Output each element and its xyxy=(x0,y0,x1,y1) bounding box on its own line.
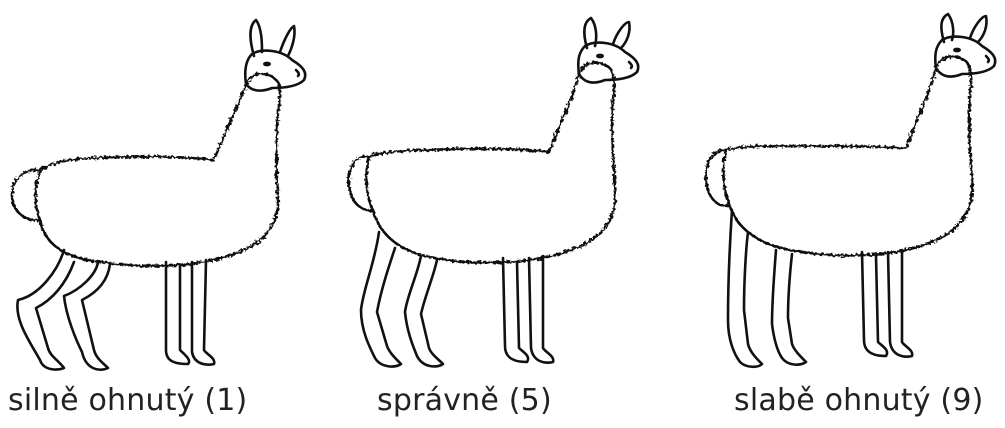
llama-figure-correct: správně (5) xyxy=(335,0,655,428)
llama-drawing-weakly-bent xyxy=(690,0,1005,380)
llama-body-outline xyxy=(12,74,280,266)
caption-strongly-bent: silně ohnutý (1) xyxy=(8,383,247,418)
llama-drawing-strongly-bent xyxy=(0,0,320,380)
caption-correct: správně (5) xyxy=(377,383,552,418)
llama-drawing-correct xyxy=(335,0,655,380)
llama-body-outline xyxy=(706,57,973,256)
llama-body-outline xyxy=(349,63,616,263)
caption-weakly-bent: slabě ohnutý (9) xyxy=(734,383,984,418)
llama-figure-weakly-bent: slabě ohnutý (9) xyxy=(690,0,1005,428)
llama-figure-strongly-bent: silně ohnutý (1) xyxy=(0,0,320,428)
